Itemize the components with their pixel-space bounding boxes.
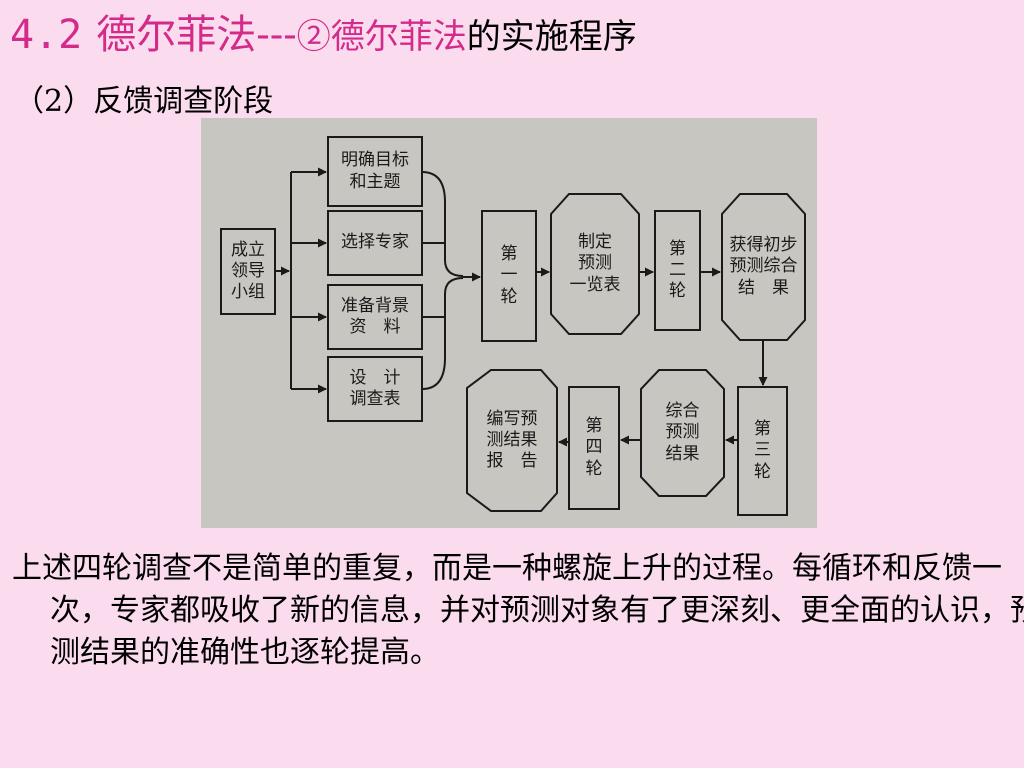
node-forecast-list: 制定 预测 一览表 (569, 232, 621, 295)
oct-forecast-list (550, 193, 640, 335)
oct-preliminary (721, 193, 806, 341)
node-experts: 选择专家 (341, 232, 409, 253)
title-sub: ②德尔菲法 (296, 17, 467, 57)
node-leader-group: 成立 领导 小组 (231, 239, 265, 303)
node-goal: 明确目标 和主题 (341, 150, 409, 192)
node-round3: 第 三 轮 (754, 419, 771, 482)
box-round2 (654, 210, 701, 331)
flowchart-shapes (220, 136, 806, 516)
node-background: 准备背景 资 料 (341, 295, 409, 337)
title-end: 的实施程序 (466, 17, 637, 57)
node-round2: 第 二 轮 (669, 238, 686, 302)
title-main: 德尔菲法--- (96, 12, 297, 58)
box-round3 (737, 386, 788, 516)
title-number: 4.2 (10, 12, 83, 58)
flowchart-figure: 成立 领导 小组 明确目标 和主题 选择专家 准备背景 资 料 设 计 调查表 … (201, 118, 817, 528)
slide-subtitle: （2）反馈调查阶段 (14, 84, 274, 119)
node-report: 编写预 测结果 报 告 (486, 408, 538, 472)
slide-title: 4.2 德尔菲法---②德尔菲法的实施程序 (10, 4, 637, 66)
node-preliminary: 获得初步 预测综合 结 果 (729, 235, 798, 298)
box-round1 (481, 210, 537, 342)
node-round1: 第 一 轮 (500, 244, 518, 307)
node-round4: 第 四 轮 (585, 416, 603, 479)
oct-report (466, 369, 558, 512)
node-questionnaire: 设 计 调查表 (349, 367, 401, 409)
node-combined: 综合 预测 结果 (665, 401, 700, 464)
box-round4 (568, 386, 620, 510)
oct-combined (640, 369, 725, 497)
body-paragraph: 上述四轮调查不是简单的重复，而是一种螺旋上升的过程。每循环和反馈一次，专家都吸收… (12, 551, 1024, 670)
